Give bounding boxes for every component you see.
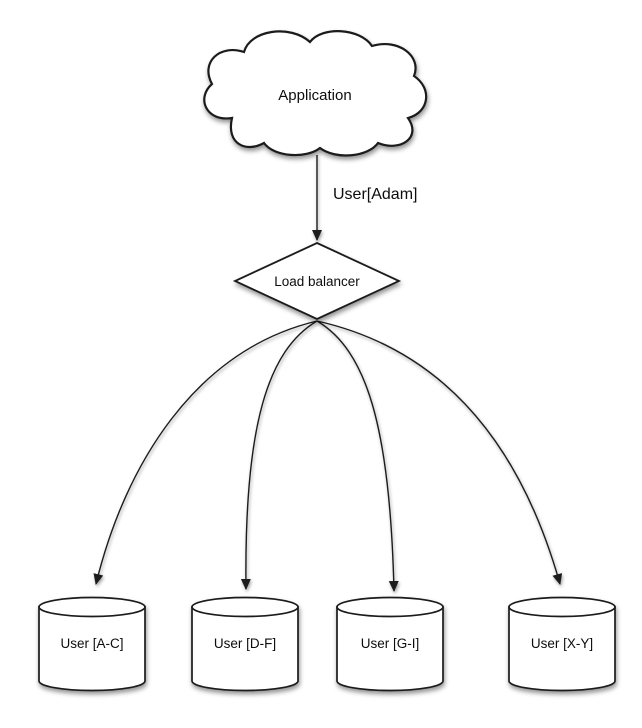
database-label: User [A-C] [60,636,124,651]
cylinder-body [336,606,444,692]
database-label: User [X-Y] [530,636,594,651]
edges-group [93,155,563,592]
application-cloud-shape [203,30,428,157]
cylinder-body [191,606,299,692]
cylinder-body [508,606,616,692]
arrow-balancer-to-db-2 [240,320,318,590]
request-edge-label: User[Adam] [333,186,418,203]
cylinder-top [191,596,299,618]
shapes-group [38,30,616,692]
arrow-balancer-to-db-1 [93,320,318,585]
arrow-balancer-to-db-4 [316,320,563,585]
database-label: User [D-F] [213,636,277,651]
database-cylinder [336,596,444,692]
load-balancer-label: Load balancer [274,274,360,289]
cylinder-body [38,606,146,692]
application-label: Application [278,87,352,104]
database-cylinder [38,596,146,692]
arrow-balancer-to-db-3 [316,320,399,592]
database-label: User [G-I] [360,636,420,651]
cylinder-top [38,596,146,618]
load-balancer-diamond-shape [232,242,402,320]
cylinder-top [508,596,616,618]
database-cylinder [508,596,616,692]
cylinder-top [336,596,444,618]
database-cylinder [191,596,299,692]
